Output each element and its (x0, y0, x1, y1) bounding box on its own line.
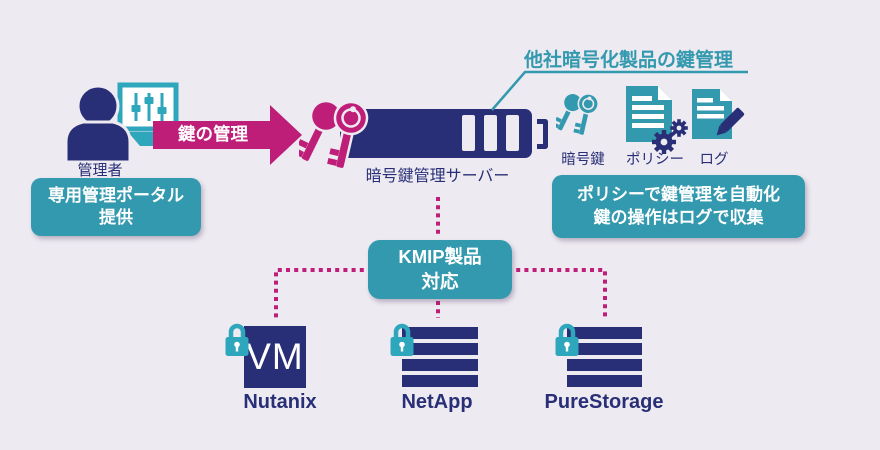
callout-title: 他社暗号化製品の鍵管理 (524, 50, 734, 71)
dotted-line-kmip-to-purestorage (508, 268, 607, 318)
lock-icon (390, 323, 414, 356)
keys-icon (556, 92, 599, 137)
server-label: 暗号鍵管理サーバー (365, 168, 510, 185)
admin-label: 管理者 (77, 162, 123, 179)
server-bracket-icon (537, 119, 548, 149)
policy-note-line1: ポリシーで鍵管理を自動化 (577, 185, 780, 205)
server-slot (484, 115, 497, 151)
admin-person-icon (64, 84, 132, 162)
storage-bar (402, 375, 478, 387)
pencil-icon (716, 107, 745, 136)
gear-icon (670, 119, 688, 137)
policy-note-line2: 鍵の操作はログで収集 (593, 207, 764, 227)
storage-bar (567, 375, 642, 387)
storage-bar (567, 327, 642, 339)
policy-document-gear-icon (626, 86, 688, 154)
server-slot (506, 115, 519, 151)
product-name-purestorage: PureStorage (544, 391, 664, 413)
storage-bar (402, 359, 478, 371)
vm-badge: VM (246, 336, 304, 377)
log-icon-label: ログ (699, 152, 729, 168)
storage-array-icon (402, 327, 478, 387)
policy-note-box: ポリシーで鍵管理を自動化 鍵の操作はログで収集 (552, 175, 805, 238)
gear-icon (652, 130, 676, 154)
portal-offer-line1: 専用管理ポータル (48, 185, 184, 205)
encryption-keys-icon (299, 99, 369, 171)
server-slot (462, 115, 475, 151)
kmip-line2: 対応 (421, 270, 459, 292)
dotted-line-kmip-to-nutanix (274, 268, 372, 318)
policy-icon-label: ポリシー (626, 152, 684, 168)
keys-icon-label: 暗号鍵 (561, 152, 605, 168)
key-management-arrow (153, 105, 302, 165)
lock-icon (225, 323, 249, 356)
portal-offer-line2: 提供 (99, 208, 133, 227)
kmip-line1: KMIP製品 (398, 246, 482, 268)
storage-bar (567, 343, 642, 355)
lock-icon (555, 323, 579, 356)
storage-array-icon (567, 327, 642, 387)
storage-bar (402, 343, 478, 355)
arrow-label: 鍵の管理 (178, 124, 248, 144)
kmip-support-box: KMIP製品 対応 (368, 240, 512, 299)
storage-bar (567, 359, 642, 371)
key-server-icon (340, 109, 532, 158)
product-name-netapp: NetApp (401, 391, 473, 413)
log-document-pencil-icon (692, 89, 745, 139)
product-name-nutanix: Nutanix (243, 391, 317, 413)
vm-icon: VM (244, 326, 306, 388)
storage-bar (402, 327, 478, 339)
portal-offer-box: 専用管理ポータル 提供 (31, 178, 201, 236)
